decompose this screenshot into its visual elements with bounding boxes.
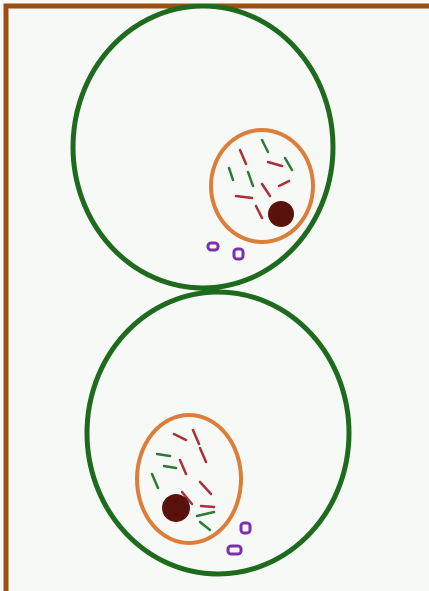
nucleolus	[268, 201, 294, 227]
chromosome	[201, 506, 214, 507]
nucleolus	[162, 494, 190, 522]
